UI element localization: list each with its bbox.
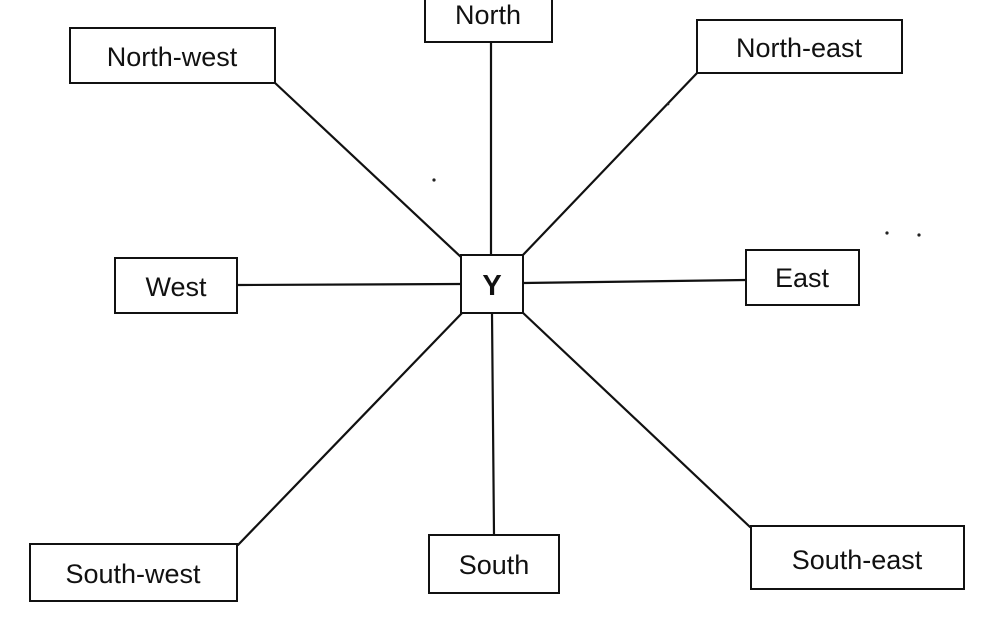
direction-box-west: West: [114, 257, 238, 314]
connector-east: [521, 278, 748, 285]
direction-box-south: South: [428, 534, 560, 594]
direction-box-north: North: [424, 0, 553, 43]
direction-box-north-east: North-east: [696, 19, 903, 74]
scan-specks: [432, 102, 921, 237]
connector-south-west: [236, 310, 465, 547]
connector-west: [235, 282, 462, 287]
center-node: Y: [460, 254, 524, 314]
direction-label-north: North: [455, 0, 521, 30]
direction-box-south-east: South-east: [750, 525, 965, 590]
connector-south: [490, 311, 496, 537]
connectors: [235, 40, 752, 547]
direction-label-west: West: [145, 272, 207, 302]
direction-label-north-east: North-east: [736, 33, 863, 63]
connector-south-east: [519, 309, 752, 529]
direction-label-north-west: North-west: [107, 42, 238, 72]
center-label: Y: [482, 270, 501, 302]
direction-label-south-west: South-west: [65, 559, 201, 589]
direction-box-north-west: North-west: [69, 27, 276, 84]
direction-label-south-east: South-east: [792, 545, 923, 575]
direction-box-south-west: South-west: [29, 543, 238, 602]
direction-label-east: East: [775, 263, 830, 293]
connector-north-east: [520, 70, 700, 258]
direction-label-south: South: [459, 550, 530, 580]
direction-box-east: East: [745, 249, 860, 306]
connector-north-west: [272, 80, 464, 260]
